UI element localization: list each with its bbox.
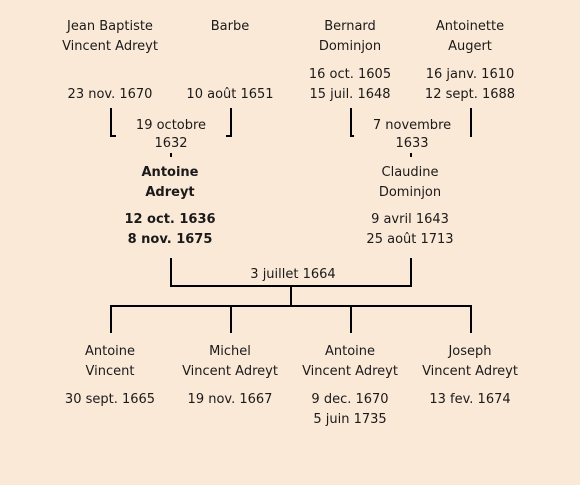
person-dates: 10 août 1651 bbox=[186, 87, 274, 102]
person-dates: 9 dec. 1670 5 juin 1735 bbox=[311, 392, 389, 427]
person-child-joseph-vincent-adreyt: Joseph Vincent Adreyt 13 fev. 1674 bbox=[400, 342, 540, 410]
person-name: Barbe bbox=[210, 19, 250, 34]
person-jean-baptiste-vincent-adreyt: Jean Baptiste Vincent Adreyt 23 nov. 167… bbox=[40, 17, 180, 105]
person-name: Michel Vincent Adreyt bbox=[182, 344, 278, 379]
person-child-antoine-vincent: Antoine Vincent 30 sept. 1665 bbox=[40, 342, 180, 410]
person-child-antoine-vincent-adreyt: Antoine Vincent Adreyt 9 dec. 1670 5 jui… bbox=[280, 342, 420, 430]
person-name: Antoine Vincent Adreyt bbox=[302, 344, 398, 379]
person-name: Jean Baptiste Vincent Adreyt bbox=[62, 19, 158, 54]
person-dates: 16 janv. 1610 12 sept. 1688 bbox=[424, 67, 516, 102]
person-dates: 13 fev. 1674 bbox=[429, 392, 511, 407]
person-dates: 23 nov. 1670 bbox=[67, 87, 153, 102]
person-child-michel-vincent-adreyt: Michel Vincent Adreyt 19 nov. 1667 bbox=[160, 342, 300, 410]
person-dates: 16 oct. 1605 15 juil. 1648 bbox=[308, 67, 392, 102]
person-name: Bernard Dominjon bbox=[318, 19, 382, 54]
person-name: Antoine Vincent bbox=[84, 344, 136, 379]
person-dates: 19 nov. 1667 bbox=[187, 392, 273, 407]
person-dates: 30 sept. 1665 bbox=[64, 392, 156, 407]
person-dates: 9 avril 1643 25 août 1713 bbox=[366, 212, 454, 247]
person-name: Antoine Adreyt bbox=[141, 165, 199, 200]
person-antoinette-augert: Antoinette Augert 16 janv. 1610 12 sept.… bbox=[400, 17, 540, 105]
person-antoine-adreyt: Antoine Adreyt 12 oct. 1636 8 nov. 1675 bbox=[100, 163, 240, 250]
person-name: Claudine Dominjon bbox=[378, 165, 442, 200]
person-name: Joseph Vincent Adreyt bbox=[422, 344, 518, 379]
person-barbe: Barbe 10 août 1651 bbox=[160, 17, 300, 105]
person-bernard-dominjon: Bernard Dominjon 16 oct. 1605 15 juil. 1… bbox=[280, 17, 420, 105]
marriage-date: 19 octobre 1632 bbox=[116, 117, 226, 153]
person-claudine-dominjon: Claudine Dominjon 9 avril 1643 25 août 1… bbox=[340, 163, 480, 250]
person-name: Antoinette Augert bbox=[435, 19, 505, 54]
marriage-date: 3 juillet 1664 bbox=[240, 266, 346, 284]
marriage-date: 7 novembre 1633 bbox=[354, 117, 470, 153]
person-dates: 12 oct. 1636 8 nov. 1675 bbox=[124, 212, 216, 247]
